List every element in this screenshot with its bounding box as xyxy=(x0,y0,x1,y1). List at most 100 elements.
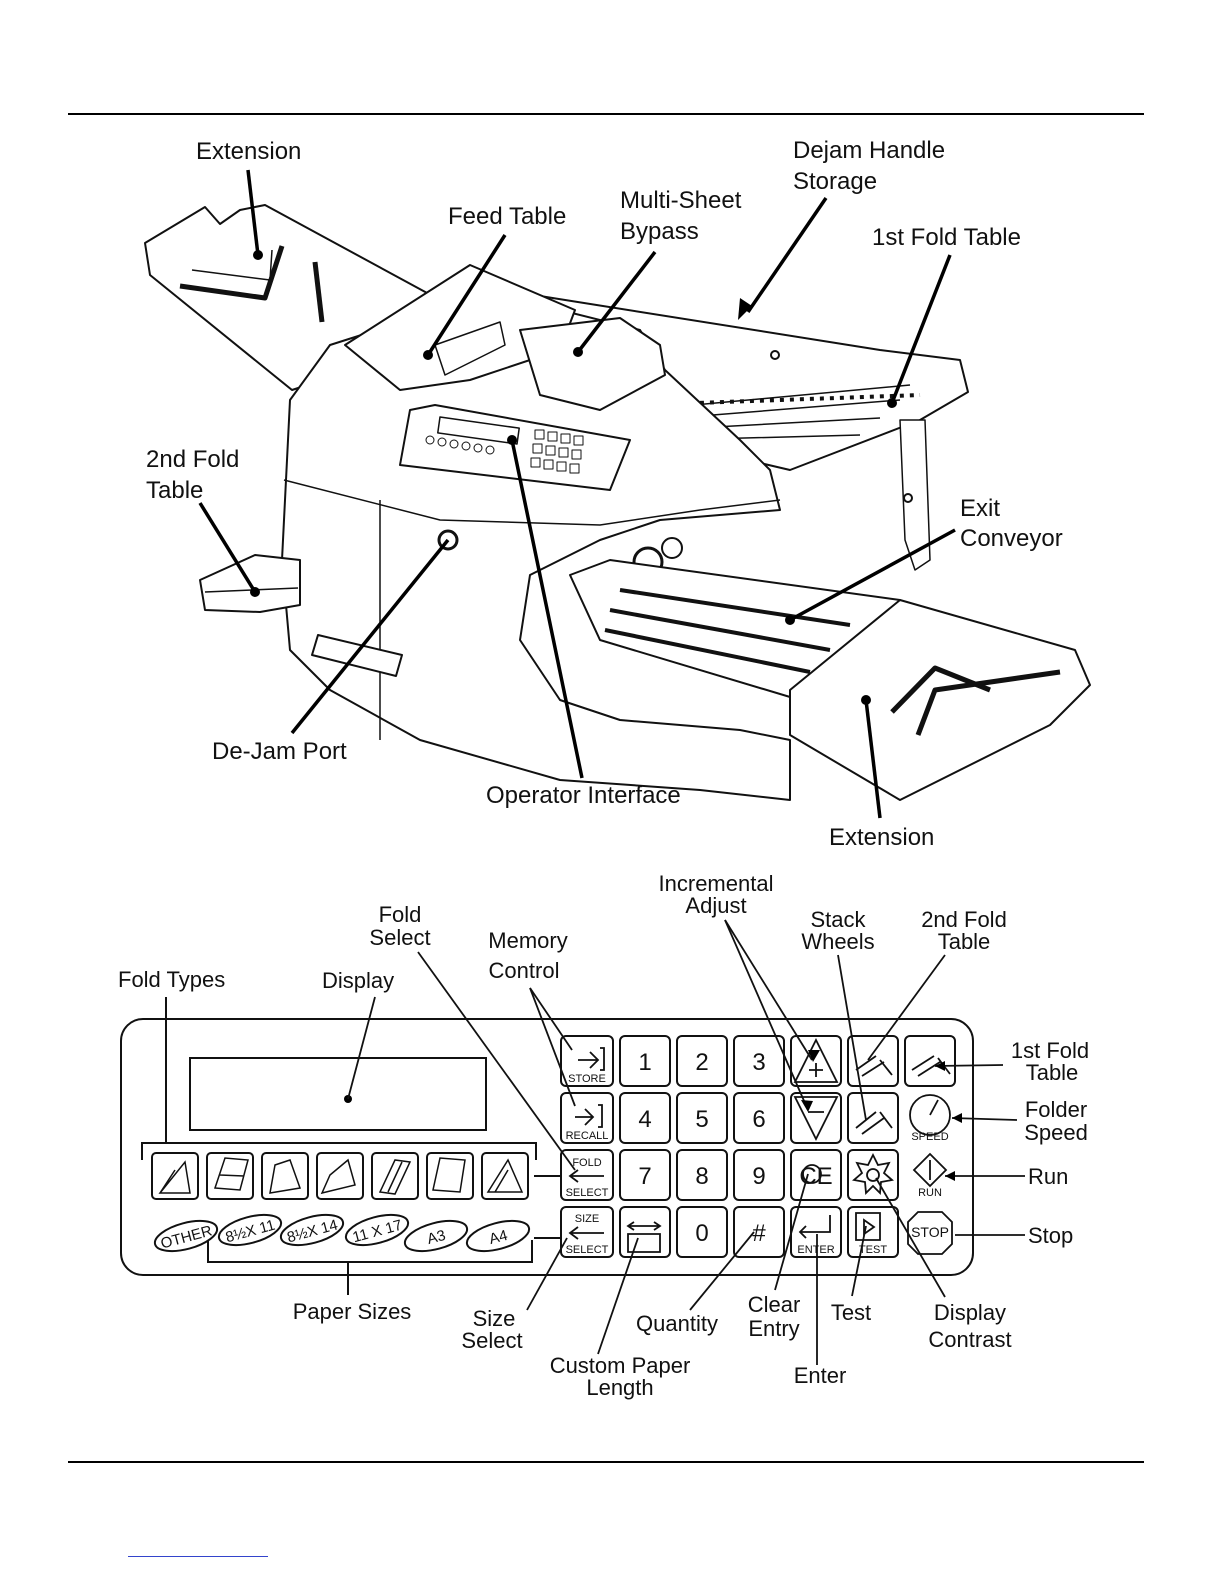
label-conveyor: Conveyor xyxy=(960,525,1063,552)
fold-type-key-3[interactable] xyxy=(261,1152,309,1200)
label-fold-select-1: Fold xyxy=(379,902,422,927)
machine-illustration xyxy=(144,204,1091,801)
paper-sizes-bracket xyxy=(207,1240,533,1263)
label-test: Test xyxy=(831,1300,871,1325)
paper-size-other[interactable] xyxy=(152,1215,221,1257)
test-icon xyxy=(855,1212,881,1241)
label-storage: Storage xyxy=(793,168,877,195)
digit-3-key[interactable] xyxy=(733,1035,785,1087)
label-clear: Clear xyxy=(748,1292,801,1317)
label-2nd-fold-panel: 2nd Fold xyxy=(921,907,1007,932)
digit-0-label: 0 xyxy=(695,1220,708,1247)
label-speed: Speed xyxy=(1024,1120,1088,1145)
second-fold-table-icon xyxy=(855,1055,893,1077)
fold-type-key-6[interactable] xyxy=(426,1152,474,1200)
fold-type-key-1[interactable] xyxy=(151,1152,199,1200)
quantity-key[interactable] xyxy=(733,1206,785,1258)
label-select: Select xyxy=(461,1328,522,1353)
fold-type-icons xyxy=(158,1157,524,1195)
store-label: STORE xyxy=(568,1073,606,1085)
top-rule xyxy=(68,113,1144,115)
label-incremental: Incremental xyxy=(659,871,774,896)
second-fold-table-key[interactable] xyxy=(847,1035,899,1087)
increment-down-key[interactable] xyxy=(790,1092,842,1144)
digit-8-key[interactable] xyxy=(676,1149,728,1201)
label-extension-top: Extension xyxy=(196,138,301,165)
enter-icon xyxy=(798,1215,831,1239)
label-length: Length xyxy=(586,1375,653,1400)
first-fold-table-key[interactable] xyxy=(904,1035,956,1087)
fold-select-key[interactable] xyxy=(560,1149,614,1201)
increment-down-icon xyxy=(793,1096,839,1142)
fold-select-label-top: FOLD xyxy=(572,1157,601,1169)
digit-7-label: 7 xyxy=(638,1163,651,1190)
bottom-rule xyxy=(68,1461,1144,1463)
increment-up-icon xyxy=(793,1037,839,1083)
digit-6-label: 6 xyxy=(752,1106,765,1133)
dejam-arrowhead xyxy=(738,298,752,320)
speed-label: SPEED xyxy=(911,1131,948,1143)
digit-1-key[interactable] xyxy=(619,1035,671,1087)
keypad xyxy=(560,1035,956,1258)
label-extension-bottom: Extension xyxy=(829,824,934,851)
panel-labels: Fold Types Display Fold Select Memory Co… xyxy=(118,871,1089,1400)
run-label: RUN xyxy=(918,1187,942,1199)
size-select-arrow-icon xyxy=(568,1226,604,1240)
custom-length-key[interactable] xyxy=(619,1206,671,1258)
custom-length-icon xyxy=(626,1221,662,1253)
paper-size-a4[interactable] xyxy=(464,1215,533,1257)
paper-size-a3[interactable] xyxy=(402,1215,471,1257)
stack-wheels-key[interactable] xyxy=(847,1092,899,1144)
label-multi-sheet: Multi-Sheet xyxy=(620,187,742,214)
paper-size-8x11[interactable] xyxy=(216,1209,285,1251)
recall-icon xyxy=(575,1104,603,1128)
label-fold-select-2: Select xyxy=(369,925,430,950)
fold-type-keys xyxy=(151,1152,529,1200)
label-enter: Enter xyxy=(794,1363,847,1388)
paper-size-a3-label: A3 xyxy=(425,1227,447,1248)
label-fold-types: Fold Types xyxy=(118,967,225,992)
speed-dial-icon xyxy=(909,1094,951,1136)
digit-9-key[interactable] xyxy=(733,1149,785,1201)
speed-needle-icon xyxy=(929,1099,939,1116)
label-2nd-fold-table-panel: Table xyxy=(938,929,991,954)
digit-0-key[interactable] xyxy=(676,1206,728,1258)
label-1st-fold-table: 1st Fold Table xyxy=(872,224,1021,251)
size-select-key[interactable] xyxy=(560,1206,614,1258)
machine-callout-dots xyxy=(250,250,897,705)
enter-label: ENTER xyxy=(797,1244,834,1256)
digit-1-label: 1 xyxy=(638,1049,651,1076)
digit-4-key[interactable] xyxy=(619,1092,671,1144)
label-memory-control-2: Control xyxy=(489,958,560,983)
label-display-contrast-2: Contrast xyxy=(928,1327,1011,1352)
size-select-label-bottom: SELECT xyxy=(566,1244,609,1256)
label-dejam-handle: Dejam Handle xyxy=(793,137,945,164)
digit-7-key[interactable] xyxy=(619,1149,671,1201)
test-key[interactable] xyxy=(847,1206,899,1258)
increment-up-key[interactable] xyxy=(790,1035,842,1087)
digit-2-key[interactable] xyxy=(676,1035,728,1087)
digit-6-key[interactable] xyxy=(733,1092,785,1144)
paper-size-8x14[interactable] xyxy=(278,1209,347,1251)
label-display-contrast-1: Display xyxy=(934,1300,1006,1325)
fold-type-key-4[interactable] xyxy=(316,1152,364,1200)
stop-octagon-icon xyxy=(907,1211,953,1255)
size-select-label-top: SIZE xyxy=(575,1213,599,1225)
display-contrast-key[interactable] xyxy=(847,1149,899,1201)
paper-size-a4-label: A4 xyxy=(487,1227,509,1248)
label-wheels: Wheels xyxy=(801,929,874,954)
digit-5-key[interactable] xyxy=(676,1092,728,1144)
clear-entry-circle-icon xyxy=(802,1164,822,1184)
label-memory-control-1: Memory xyxy=(488,928,567,953)
digit-9-label: 9 xyxy=(752,1163,765,1190)
label-quantity: Quantity xyxy=(636,1311,718,1336)
label-size: Size xyxy=(473,1306,516,1331)
paper-size-11x17[interactable] xyxy=(343,1209,412,1251)
label-operator-interface: Operator Interface xyxy=(486,782,681,809)
fold-types-bracket xyxy=(141,1142,537,1160)
label-dejam-port: De-Jam Port xyxy=(212,738,347,765)
label-display: Display xyxy=(322,968,394,993)
store-icon xyxy=(578,1047,605,1071)
footer-link-underline xyxy=(128,1556,268,1557)
label-1st-fold-panel: 1st Fold xyxy=(1011,1038,1089,1063)
